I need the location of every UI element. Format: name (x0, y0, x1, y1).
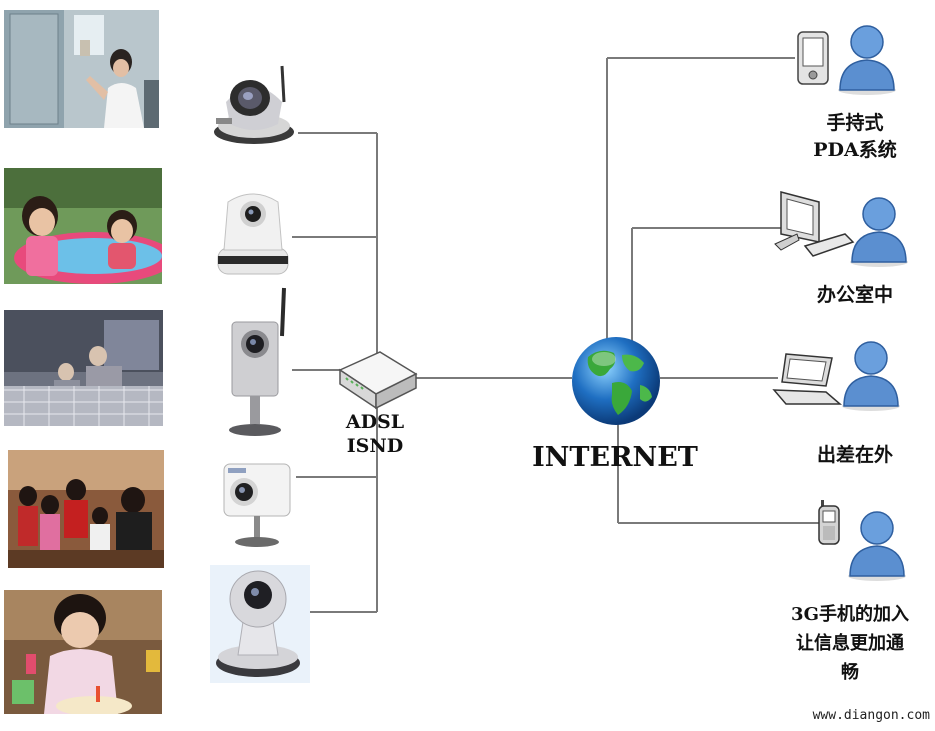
adsl-label: ADSL ISND (330, 410, 420, 458)
pan-tilt-camera (214, 184, 292, 276)
adsl-label-line2: ISND (346, 435, 404, 457)
pda-icon (795, 30, 831, 86)
watermark: www.diangon.com (812, 708, 930, 723)
client-label-3g-line3: 畅 (841, 662, 859, 683)
kids-pool-photo (4, 168, 162, 284)
client-label-travel: 出差在外 (816, 444, 893, 466)
desktop-computer-icon (773, 188, 855, 268)
mobile-phone-icon (816, 500, 842, 546)
user-icon (836, 22, 898, 96)
spherical-camera (210, 565, 310, 683)
elevator-lobby-photo (4, 10, 159, 128)
client-label-pda-line2: PDA系统 (813, 139, 897, 161)
wireless-box-camera (222, 286, 292, 438)
client-label-pda: 手持式 PDA系统 (790, 110, 920, 164)
globe-icon (570, 335, 662, 427)
user-icon (848, 194, 910, 268)
client-label-3g-line2: 让信息更加通 (796, 633, 904, 654)
laptop-icon (772, 352, 842, 408)
client-label-office: 办公室中 (816, 284, 893, 306)
family-room-photo (8, 450, 164, 568)
ptz-dome-camera (210, 62, 298, 148)
adsl-router-icon (334, 340, 420, 410)
child-birthday-photo (4, 590, 162, 714)
elderly-balcony-photo (4, 310, 163, 426)
client-label-pda-line1: 手持式 (826, 112, 884, 134)
user-icon (846, 508, 908, 582)
adsl-label-line1: ADSL (345, 411, 405, 433)
client-label-3g: 3G手机的加入 让信息更加通 畅 (772, 600, 928, 687)
internet-label: INTERNET (532, 442, 698, 473)
compact-network-camera (218, 458, 296, 550)
user-icon (840, 338, 902, 412)
client-label-3g-line1: 3G手机的加入 (791, 604, 909, 625)
